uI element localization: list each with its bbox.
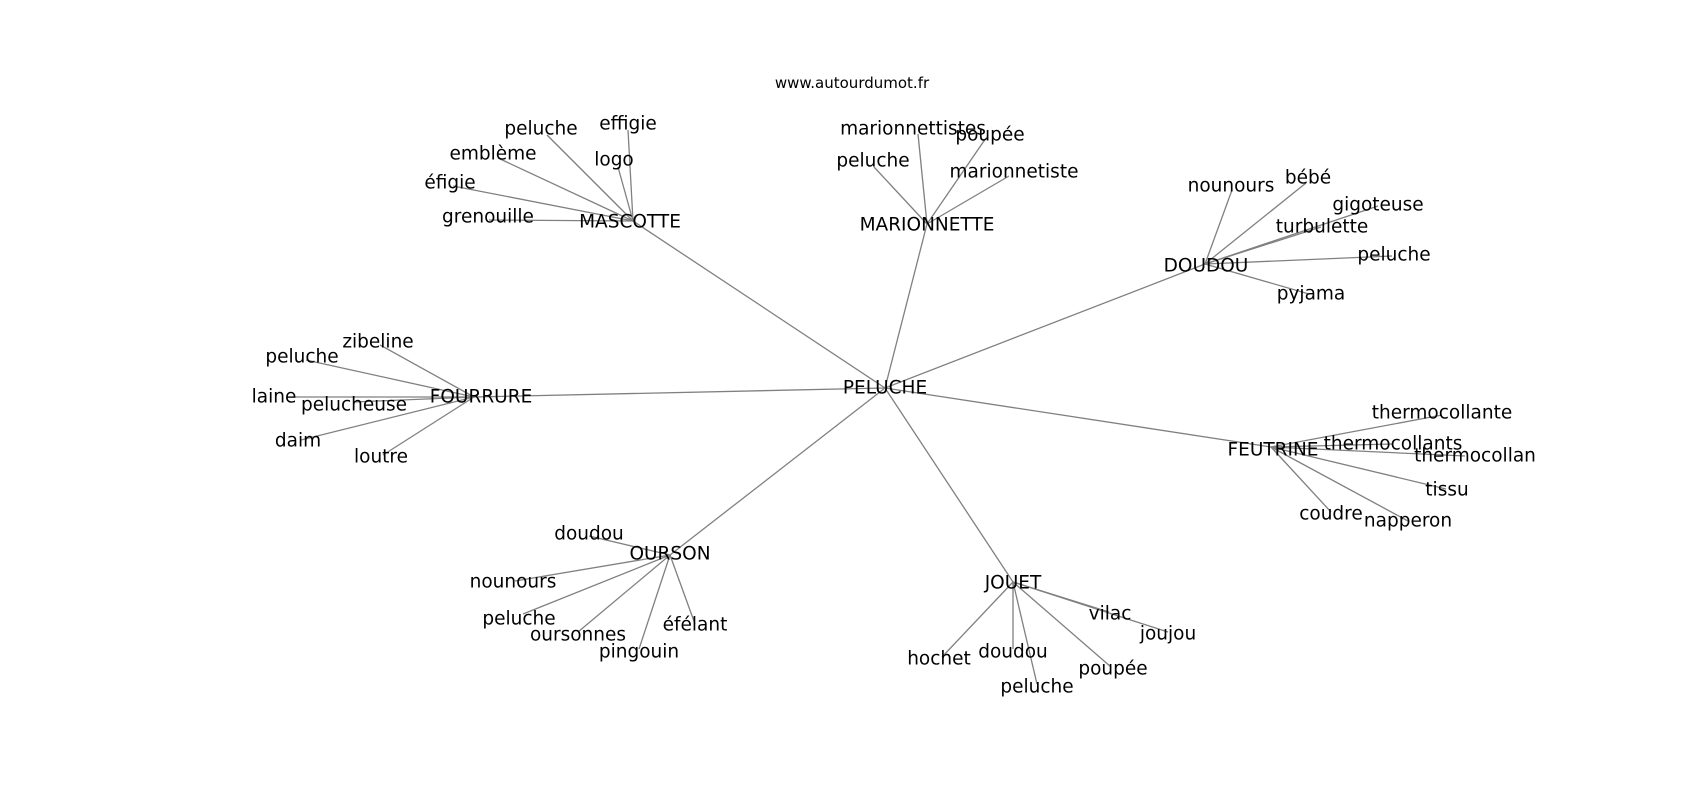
leaf-node: coudre [1299, 504, 1363, 525]
edge-hub-leaf [638, 554, 671, 650]
hub-node: OURSON [629, 544, 710, 565]
edge-hub-leaf [627, 129, 634, 222]
leaf-node: effigie [599, 114, 657, 135]
edge-root-hub [884, 223, 928, 389]
leaf-node: thermocollante [1372, 403, 1512, 424]
leaf-node: oursonnes [530, 625, 626, 646]
edge-hub-leaf [488, 219, 634, 222]
leaf-node: poupée [955, 125, 1024, 146]
edge-hub-leaf [305, 359, 475, 398]
leaf-node: peluche [1000, 677, 1073, 698]
edge-hub-leaf [926, 175, 1010, 225]
leaf-node: bébé [1285, 168, 1331, 189]
leaf-node: turbulette [1276, 217, 1368, 238]
leaf-node: marionnetiste [950, 162, 1079, 183]
leaf-node: gigoteuse [1332, 195, 1423, 216]
graph-nodes: PELUCHE MASCOTTE peluche effigie logo emblème… [252, 114, 1536, 698]
leaf-node: daim [275, 431, 321, 452]
edge-hub-leaf [1204, 182, 1307, 265]
edge-hub-leaf [577, 554, 671, 633]
source-label: www.autourdumot.fr [775, 74, 930, 92]
hub-node: JOUET [984, 573, 1042, 594]
edge-hub-leaf [1012, 581, 1169, 633]
leaf-node: pelucheuse [301, 395, 407, 416]
edge-hub-leaf [452, 185, 634, 222]
leaf-node: peluche [504, 119, 577, 140]
edge-root-hub [884, 387, 1272, 448]
leaf-node: peluche [482, 609, 555, 630]
hub-node: FOURRURE [430, 387, 533, 408]
leaf-node: doudou [978, 642, 1048, 663]
edge-root-hub [669, 387, 886, 556]
leaf-node: nounours [1188, 176, 1275, 197]
edge-hub-leaf [617, 166, 634, 222]
hub-node: MASCOTTE [579, 212, 681, 233]
hub-node: MARIONNETTE [860, 215, 995, 236]
edge-hub-leaf [1270, 414, 1443, 448]
leaf-node: emblème [449, 144, 536, 165]
edge-hub-leaf [379, 344, 475, 398]
edge-hub-leaf [1270, 446, 1409, 522]
edge-hub-leaf [941, 581, 1014, 658]
edge-hub-leaf [1270, 446, 1447, 490]
leaf-node: nounours [470, 572, 557, 593]
hub-node: FEUTRINE [1227, 440, 1318, 461]
edge-hub-leaf [669, 554, 696, 625]
leaf-node: loutre [354, 447, 408, 468]
edge-hub-leaf [1204, 189, 1233, 265]
leaf-node: tissu [1425, 480, 1468, 501]
edge-hub-leaf [1012, 581, 1112, 668]
leaf-node: thermocollants [1324, 434, 1463, 455]
root-node: PELUCHE [843, 378, 927, 399]
edge-hub-leaf [926, 137, 987, 225]
edge-hub-leaf [1270, 443, 1394, 448]
leaf-node: poupée [1078, 659, 1147, 680]
leaf-node: éfélant [663, 615, 728, 636]
leaf-node: éfigie [424, 173, 475, 194]
leaf-node: zibeline [342, 332, 413, 353]
hub-node: DOUDOU [1164, 256, 1249, 277]
edge-hub-leaf [497, 157, 634, 222]
edge-root-hub [473, 387, 886, 398]
edge-hub-leaf [382, 396, 475, 456]
edge-hub-leaf [917, 133, 928, 225]
leaf-node: napperon [1364, 511, 1452, 532]
edge-root-hub [884, 387, 1014, 583]
graph-edges [287, 129, 1466, 685]
edge-hub-leaf [1012, 581, 1038, 685]
leaf-node: laine [252, 387, 297, 408]
edge-root-hub [632, 220, 886, 389]
leaf-node: hochet [907, 649, 971, 670]
edge-hub-leaf [1270, 446, 1332, 513]
leaf-node: peluche [265, 347, 338, 368]
leaf-node: doudou [554, 524, 624, 545]
edge-hub-leaf [1204, 226, 1322, 265]
edge-hub-leaf [514, 554, 671, 582]
edge-hub-leaf [1270, 446, 1466, 457]
leaf-node: peluche [1357, 245, 1430, 266]
leaf-node: joujou [1139, 624, 1196, 645]
edge-hub-leaf [353, 396, 475, 403]
edge-hub-leaf [1204, 255, 1393, 265]
edge-hub-leaf [522, 554, 671, 615]
edge-hub-leaf [546, 134, 634, 222]
edge-hub-leaf [873, 166, 928, 225]
leaf-node: grenouille [442, 207, 534, 228]
edge-hub-leaf [588, 535, 671, 556]
leaf-node: pyjama [1277, 284, 1346, 305]
leaf-node: vilac [1089, 604, 1132, 625]
leaf-node: logo [594, 150, 634, 171]
leaf-node: pingouin [599, 642, 679, 663]
leaf-node: thermocollan [1414, 446, 1536, 467]
edge-root-hub [884, 263, 1206, 389]
edge-hub-leaf [300, 396, 475, 441]
edge-hub-leaf [1204, 263, 1310, 295]
leaf-node: peluche [836, 151, 909, 172]
leaf-node: marionnettistes [840, 119, 986, 140]
